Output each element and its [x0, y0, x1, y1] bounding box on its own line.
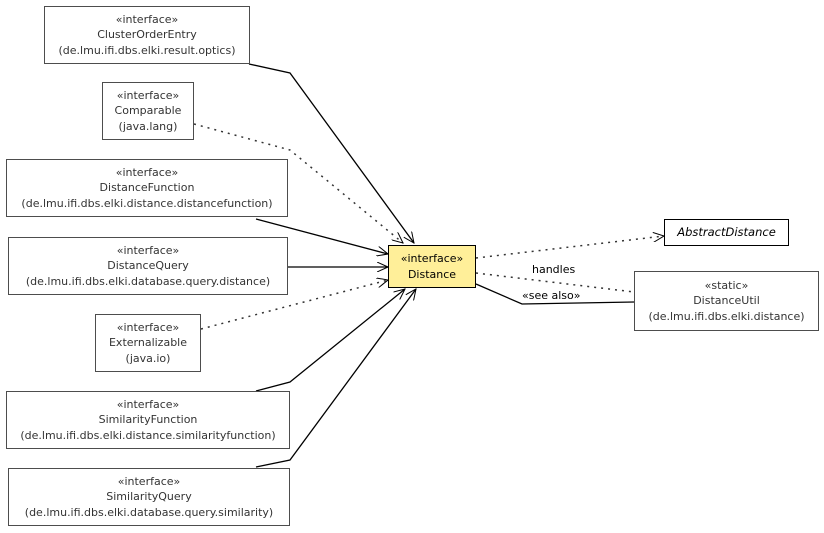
stereotype-label: «interface» [115, 12, 179, 26]
node-distance-util[interactable]: «static» DistanceUtil (de.lmu.ifi.dbs.el… [634, 271, 819, 331]
edge-distance-to-abstractdistance [475, 236, 664, 259]
stereotype-label: «interface» [116, 397, 180, 411]
stereotype-label: «interface» [115, 165, 179, 179]
node-distance-query[interactable]: «interface» DistanceQuery (de.lmu.ifi.db… [8, 237, 288, 295]
edge-distancefunction-to-distance [255, 218, 388, 254]
class-name: AbstractDistance [677, 224, 776, 239]
stereotype-label: «interface» [117, 474, 181, 488]
class-name: DistanceUtil [693, 294, 760, 308]
edge-externalizable-to-distance [200, 280, 388, 330]
edge-similarityquery-to-distance [255, 289, 416, 468]
edge-clusterorderentry-to-distance [248, 63, 414, 243]
package-label: (de.lmu.ifi.dbs.elki.database.query.simi… [24, 505, 274, 519]
node-comparable[interactable]: «interface» Comparable (java.lang) [102, 82, 194, 140]
node-similarity-function[interactable]: «interface» SimilarityFunction (de.lmu.i… [6, 391, 290, 449]
edge-comparable-to-distance [193, 123, 403, 243]
edge-label-see-also: «see also» [522, 289, 581, 302]
class-name: ClusterOrderEntry [97, 28, 197, 42]
node-similarity-query[interactable]: «interface» SimilarityQuery (de.lmu.ifi.… [8, 468, 290, 526]
edge-label-handles: handles [532, 263, 576, 276]
stereotype-label: «interface» [116, 243, 180, 257]
node-externalizable[interactable]: «interface» Externalizable (java.io) [95, 314, 201, 372]
stereotype-label: «interface» [400, 252, 464, 265]
class-name: Comparable [114, 104, 182, 118]
package-label: (de.lmu.ifi.dbs.elki.distance.distancefu… [21, 196, 273, 210]
node-cluster-order-entry[interactable]: «interface» ClusterOrderEntry (de.lmu.if… [44, 6, 250, 64]
stereotype-label: «static» [704, 278, 749, 292]
class-name: DistanceQuery [107, 259, 189, 273]
class-name: SimilarityFunction [98, 413, 198, 427]
package-label: (java.io) [125, 351, 171, 365]
node-abstract-distance[interactable]: AbstractDistance [664, 219, 789, 246]
package-label: (de.lmu.ifi.dbs.elki.result.optics) [58, 43, 236, 57]
package-label: (de.lmu.ifi.dbs.elki.distance.similarity… [20, 428, 276, 442]
package-label: (de.lmu.ifi.dbs.elki.distance) [648, 309, 805, 323]
edge-distance-seealso-distanceutil [475, 283, 635, 305]
class-name: SimilarityQuery [106, 490, 192, 504]
class-name: Externalizable [108, 336, 187, 350]
stereotype-label: «interface» [116, 88, 180, 102]
edge-similarityfunction-to-distance [255, 289, 405, 392]
node-distance-function[interactable]: «interface» DistanceFunction (de.lmu.ifi… [6, 159, 288, 217]
package-label: (de.lmu.ifi.dbs.elki.database.query.dist… [25, 274, 271, 288]
class-name: DistanceFunction [99, 181, 195, 195]
stereotype-label: «interface» [116, 320, 180, 334]
node-distance[interactable]: «interface» Distance [388, 245, 476, 288]
package-label: (java.lang) [118, 119, 178, 133]
class-name: Distance [407, 267, 457, 281]
